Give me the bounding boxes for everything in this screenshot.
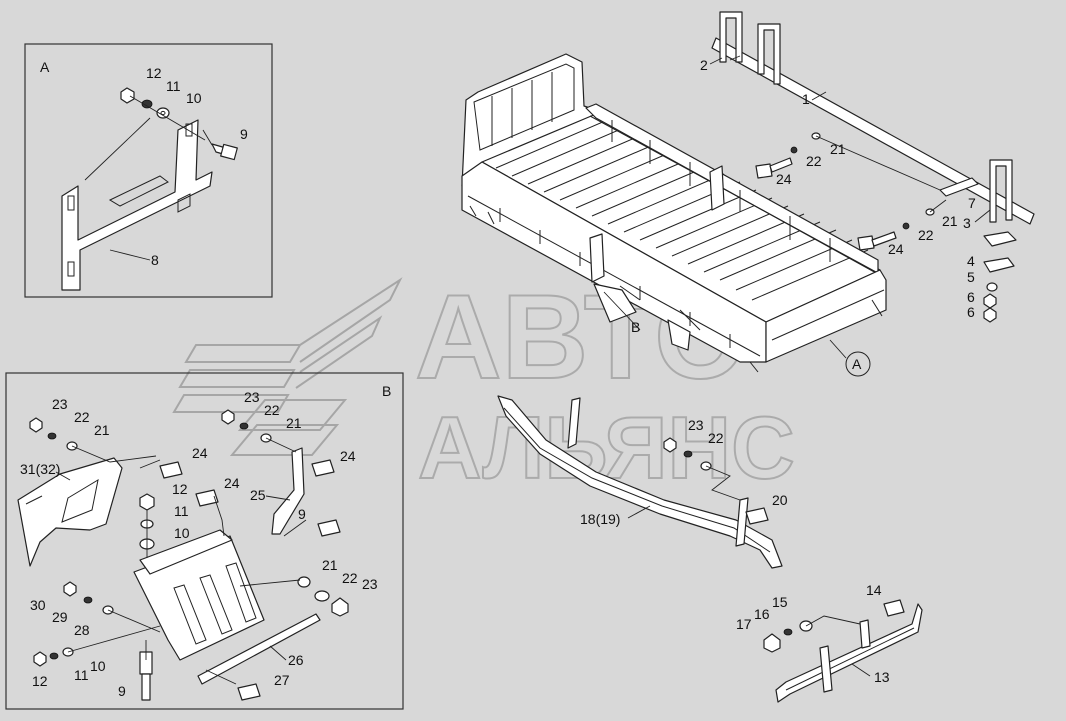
detail-b: B	[5, 372, 404, 710]
fasteners-b	[29, 409, 349, 701]
u-bolt-3	[989, 159, 1013, 223]
fender-31-32	[17, 457, 123, 567]
washer-11-a	[141, 99, 153, 109]
label-a8: 8	[151, 252, 159, 268]
label-m23: 23	[688, 417, 704, 433]
label-p6b: 6	[967, 304, 975, 320]
label-b24a: 24	[192, 445, 208, 461]
label-a10: 10	[186, 90, 202, 106]
label-b22c: 22	[342, 570, 358, 586]
plate-7	[939, 177, 979, 197]
label-b24c: 24	[224, 475, 240, 491]
detail-a-frame	[24, 43, 273, 298]
label-b11b: 11	[74, 667, 89, 683]
label-p3: 3	[963, 215, 971, 231]
label-b29: 29	[52, 609, 68, 625]
watermark-logo-emblem	[172, 277, 403, 456]
label-a12: 12	[146, 65, 162, 81]
label-b28: 28	[74, 622, 90, 638]
rear-guard-13	[763, 599, 923, 703]
bracket-8	[61, 119, 213, 291]
label-p21a: 21	[830, 141, 846, 157]
label-a9: 9	[240, 126, 248, 142]
label-b23c: 23	[362, 576, 378, 592]
label-b30: 30	[30, 597, 46, 613]
subframe-beam-1	[711, 37, 1035, 225]
view-a-marker: A	[852, 356, 862, 372]
view-a-circle	[845, 351, 871, 377]
bolts-24-washers-21-22	[755, 132, 947, 251]
label-b10b: 10	[90, 658, 106, 674]
label-s16: 16	[754, 606, 770, 622]
label-m22: 22	[708, 430, 724, 446]
label-p7: 7	[968, 195, 976, 211]
label-p5: 5	[967, 269, 975, 285]
label-p24a: 24	[776, 171, 792, 187]
label-m1819: 18(19)	[580, 511, 620, 527]
label-b23a: 23	[52, 396, 68, 412]
cargo-body	[461, 53, 887, 373]
label-s17: 17	[736, 616, 752, 632]
label-b11a: 11	[174, 503, 189, 519]
label-p22a: 22	[806, 153, 822, 169]
label-s13: 13	[874, 669, 890, 685]
label-m20: 20	[772, 492, 788, 508]
label-p22b: 22	[918, 227, 934, 243]
label-s14: 14	[866, 582, 882, 598]
label-b10a: 10	[174, 525, 190, 541]
label-p4: 4	[967, 253, 975, 269]
view-markers: B A	[603, 291, 871, 377]
label-b12b: 12	[32, 673, 48, 689]
side-guard-18-19	[497, 395, 783, 569]
u-bolt-2	[719, 11, 781, 85]
label-b22a: 22	[74, 409, 90, 425]
label-b26: 26	[288, 652, 304, 668]
label-b12a: 12	[172, 481, 188, 497]
leader-lines-b	[67, 437, 307, 685]
detail-a: A 12 11 10 9 8	[24, 43, 273, 298]
nut-12-a	[120, 87, 135, 104]
label-b21b: 21	[286, 415, 302, 431]
detail-b-title: B	[382, 383, 391, 399]
bolt-9-a	[211, 143, 238, 161]
label-b9b: 9	[118, 683, 126, 699]
label-b9a: 9	[298, 506, 306, 522]
label-p24b: 24	[888, 241, 904, 257]
mudflap	[133, 529, 265, 661]
label-p1: 1	[802, 91, 810, 107]
label-p21b: 21	[942, 213, 958, 229]
label-b23b: 23	[244, 389, 260, 405]
label-b27: 27	[274, 672, 290, 688]
detail-a-title: A	[40, 59, 50, 75]
view-b-marker: B	[631, 319, 640, 335]
label-b3132: 31(32)	[20, 461, 60, 477]
label-p6a: 6	[967, 289, 975, 305]
label-b22b: 22	[264, 402, 280, 418]
label-p2: 2	[700, 57, 708, 73]
label-b21a: 21	[94, 422, 110, 438]
label-b24b: 24	[340, 448, 356, 464]
label-s15: 15	[772, 594, 788, 610]
bracket-25	[271, 447, 305, 535]
washer-10-a	[156, 107, 170, 119]
plate-4-5-nuts-6	[983, 231, 1017, 323]
label-b25: 25	[250, 487, 266, 503]
label-a11: 11	[166, 78, 181, 94]
label-b21c: 21	[322, 557, 338, 573]
strip-26	[197, 613, 321, 685]
detail-b-frame	[5, 372, 404, 710]
